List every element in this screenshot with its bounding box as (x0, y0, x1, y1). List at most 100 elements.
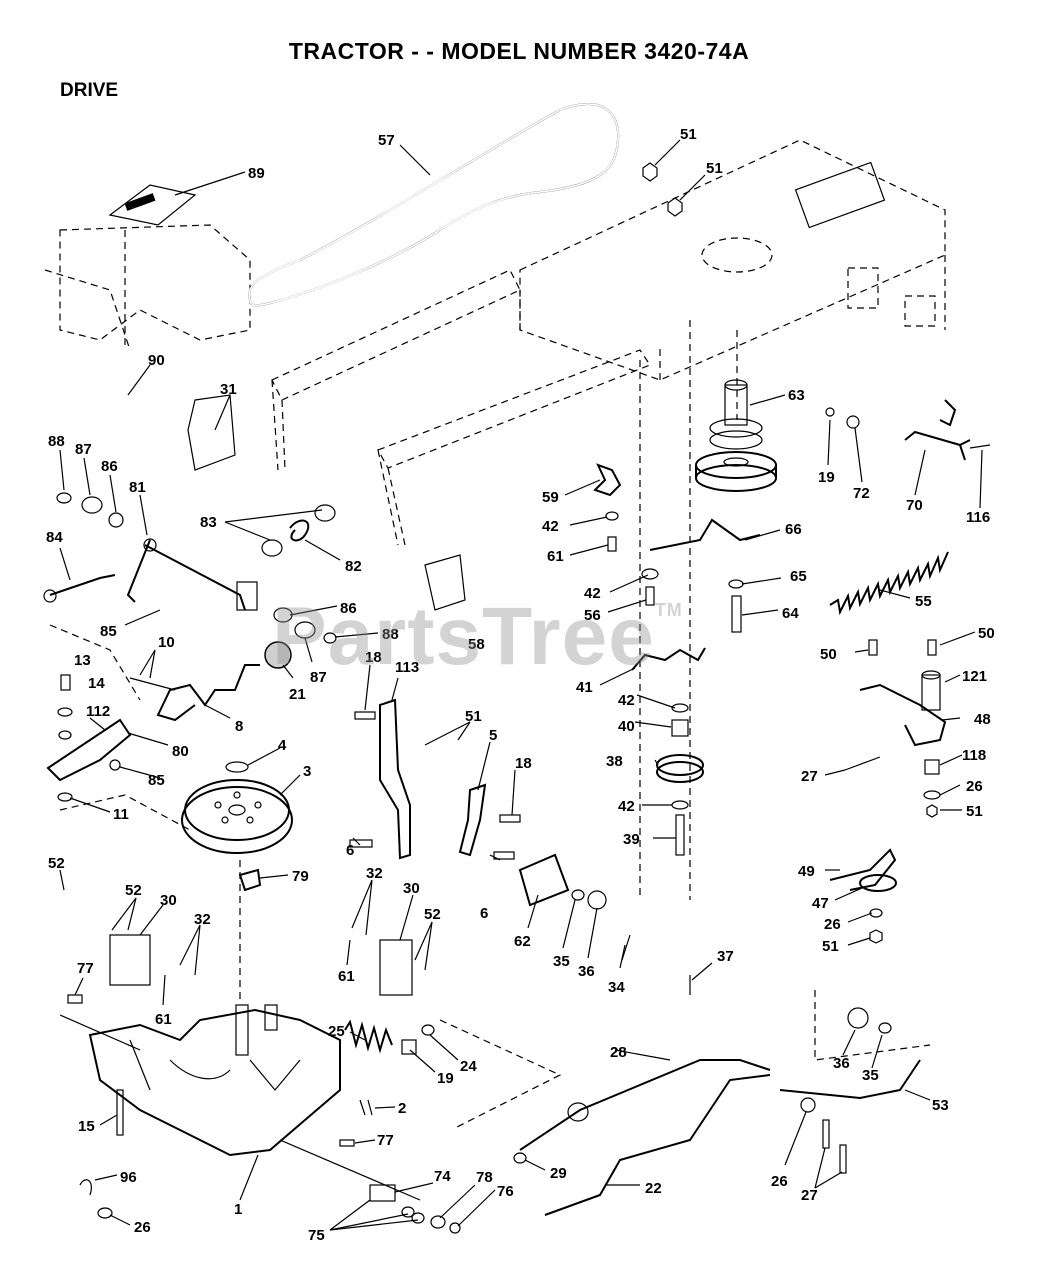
callout: 61 (338, 968, 355, 985)
callout: 90 (148, 352, 165, 369)
callout: 6 (346, 842, 354, 859)
part-74-spacer (369, 1184, 396, 1202)
part-25-spring (344, 1019, 393, 1054)
callout: 19 (437, 1070, 454, 1087)
watermark-text: PartsTree (272, 591, 655, 682)
part-31-shield (187, 394, 236, 471)
callout: 24 (460, 1058, 477, 1075)
callout: 88 (382, 626, 399, 643)
part-6-bolt (349, 839, 373, 848)
callout: 57 (378, 132, 395, 149)
part-75-washer-b (411, 1212, 425, 1224)
part-75-washer (401, 1206, 415, 1218)
part-96-pin (79, 1179, 92, 1196)
part-34 (621, 934, 631, 961)
part-76-nut (449, 1222, 461, 1234)
part-57-drive-belt (248, 103, 620, 307)
callout: 26 (134, 1219, 151, 1236)
callout: 56 (584, 607, 601, 624)
part-24-nut (421, 1024, 435, 1036)
callout: 70 (906, 497, 923, 514)
callout: 34 (608, 979, 625, 996)
part-79-key (238, 868, 262, 892)
callout: 86 (101, 458, 118, 475)
callout: 96 (120, 1169, 137, 1186)
part-38-idler-pulley (656, 703, 704, 856)
part-83-washer-b (314, 504, 336, 522)
callout: 35 (862, 1067, 879, 1084)
part-19-spacer (401, 1039, 417, 1055)
callout: 121 (962, 668, 987, 685)
callout: 6 (480, 905, 488, 922)
part-35-nut-b (878, 1022, 892, 1034)
part-59-66-41-wires (593, 463, 761, 671)
callout: 40 (618, 718, 635, 735)
part-2-spring (359, 1099, 373, 1116)
callout: 15 (78, 1118, 95, 1135)
callout: 26 (824, 916, 841, 933)
callout: 14 (88, 675, 105, 692)
callout: 29 (550, 1165, 567, 1182)
part-70-bracket (904, 399, 991, 461)
callout: 66 (785, 521, 802, 538)
callout: 78 (476, 1169, 493, 1186)
part-113-bracket (379, 698, 411, 860)
part-49-bracket (829, 848, 897, 944)
callout: 118 (962, 747, 986, 764)
group-line-a (49, 624, 141, 701)
callout: 47 (812, 895, 829, 912)
part-56-bolt (645, 586, 655, 606)
callout: 86 (340, 600, 357, 617)
part-18-bolt-b (499, 814, 521, 823)
callout: 64 (782, 605, 799, 622)
part-6-bolt-b (493, 851, 515, 860)
callout: 32 (366, 865, 383, 882)
callout: 30 (160, 892, 177, 909)
callout: 113 (395, 659, 419, 676)
group-line-c (439, 1019, 562, 1129)
callout: 31 (220, 381, 237, 398)
section-label: DRIVE (60, 80, 119, 101)
callout: 52 (48, 855, 65, 872)
part-26-washer-d (97, 1207, 113, 1219)
part-28-end (567, 1102, 589, 1122)
callout: 50 (978, 625, 995, 642)
callout: 85 (100, 623, 117, 640)
callout: 41 (576, 679, 593, 696)
callout: 84 (46, 529, 63, 546)
callout: 19 (818, 469, 835, 486)
leader-lines (59, 139, 983, 1231)
callout: 77 (377, 1132, 394, 1149)
part-29-nut (513, 1152, 527, 1164)
callout: 37 (717, 948, 734, 965)
callout: 88 (48, 433, 65, 450)
callout-labels: 57 51 51 89 90 31 63 19 72 70 116 88 87 … (46, 126, 995, 1244)
part-77-pin-b (339, 1139, 355, 1147)
callout: 36 (578, 963, 595, 980)
callout: 48 (974, 711, 991, 728)
part-63-spindle-pulley (695, 379, 777, 492)
part-88-nut-b (323, 632, 337, 644)
callout: 80 (172, 743, 189, 760)
part-42-washer-b (641, 568, 659, 580)
callout: 1 (234, 1201, 242, 1218)
part-51-nuts (642, 162, 683, 217)
callout: 52 (424, 906, 441, 923)
callout: 87 (75, 441, 92, 458)
part-64-bolt (731, 595, 742, 633)
part-80-bracket (46, 674, 132, 802)
part-30-bracket (109, 934, 151, 986)
callout: 26 (771, 1173, 788, 1190)
callout: 112 (86, 703, 110, 720)
part-82-spring-clip (289, 519, 310, 542)
part-27-pin-c (839, 1144, 847, 1174)
part-21-ball (264, 641, 292, 669)
hood-outline (44, 224, 251, 351)
callout: 11 (113, 806, 129, 823)
part-81-linkage-rod (43, 538, 258, 611)
callout: 61 (155, 1011, 172, 1028)
part-58-bracket (424, 554, 466, 611)
part-61-bolt (607, 536, 617, 552)
part-83-washer (261, 539, 283, 557)
